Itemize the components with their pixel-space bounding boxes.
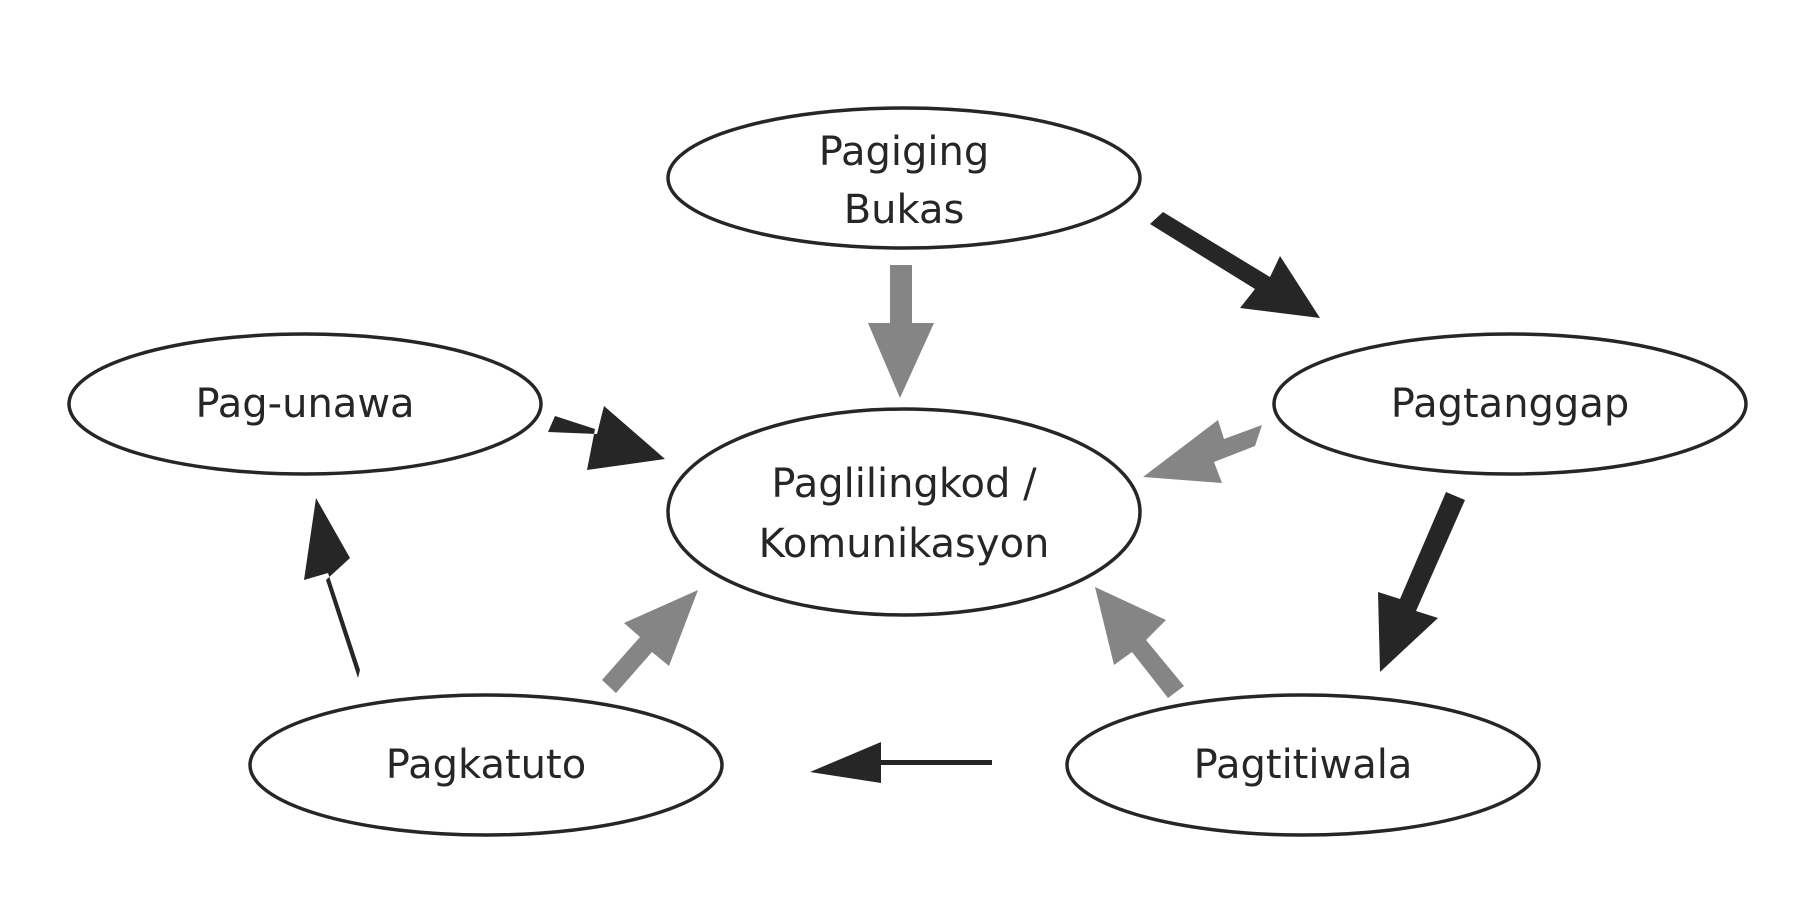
node-pag-unawa-label: Pag-unawa	[195, 381, 414, 427]
arrow-bukas-to-pagtanggap	[1150, 212, 1320, 318]
node-center-line1: Paglilingkod /	[771, 461, 1037, 507]
arrow-pag-unawa-to-center	[548, 406, 665, 470]
node-pagiging-bukas: Pagiging Bukas	[666, 106, 1142, 250]
node-pagiging-bukas-line2: Bukas	[844, 187, 965, 233]
arrow-pagkatuto-to-pag-unawa	[304, 498, 360, 678]
arrow-pagtitiwala-to-pagkatuto	[810, 742, 992, 783]
node-pagtitiwala: Pagtitiwala	[1065, 693, 1541, 837]
node-pagkatuto-label: Pagkatuto	[386, 742, 586, 788]
node-pagtitiwala-label: Pagtitiwala	[1194, 742, 1413, 788]
arrow-pagtitiwala-to-center	[1095, 587, 1184, 698]
node-pagtanggap-label: Pagtanggap	[1391, 381, 1629, 427]
node-pagtanggap: Pagtanggap	[1272, 332, 1748, 476]
node-pagkatuto: Pagkatuto	[248, 693, 724, 837]
node-center-line2: Komunikasyon	[759, 521, 1050, 567]
node-pagiging-bukas-line1: Pagiging	[819, 129, 990, 175]
arrow-bukas-to-center	[868, 265, 934, 398]
arrow-pagkatuto-to-center	[602, 590, 698, 693]
node-pag-unawa: Pag-unawa	[67, 332, 543, 476]
node-center: Paglilingkod / Komunikasyon	[666, 407, 1142, 617]
arrow-pagtanggap-to-pagtitiwala	[1378, 492, 1465, 672]
arrow-pagtanggap-to-center	[1143, 420, 1262, 483]
